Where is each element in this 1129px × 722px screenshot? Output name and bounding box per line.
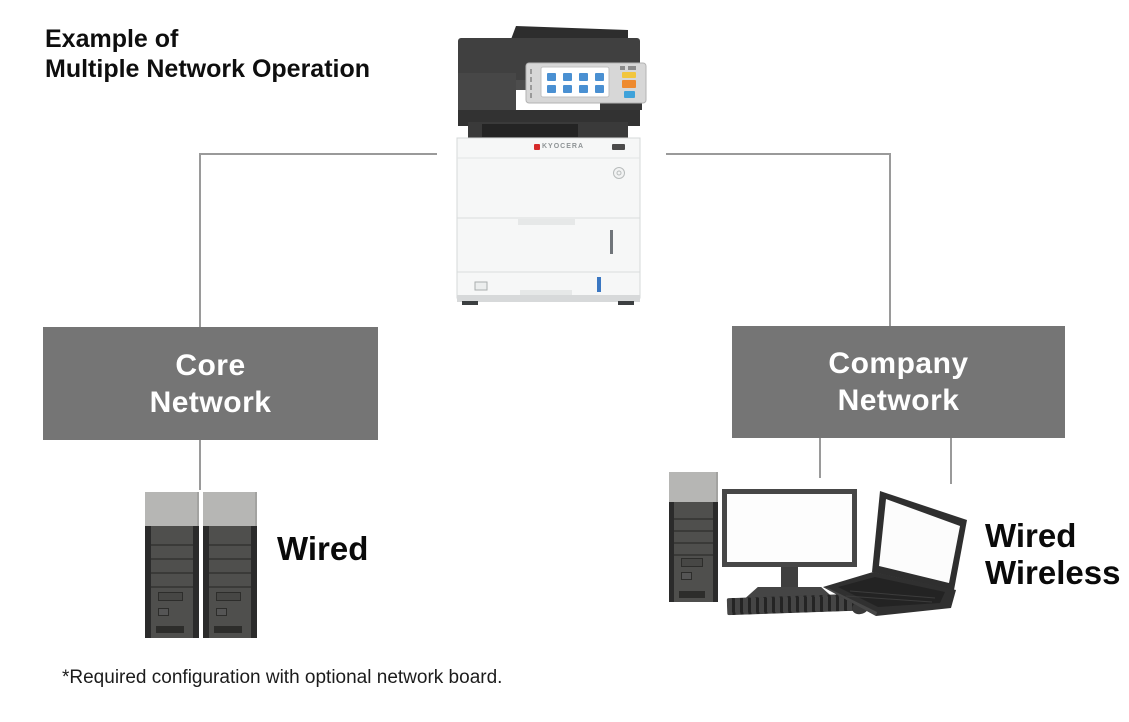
footnote: *Required configuration with optional ne… bbox=[62, 667, 503, 688]
connector-core-vertical-top bbox=[199, 153, 201, 328]
server-tower-2-body bbox=[203, 526, 257, 638]
server-tower-1-body bbox=[145, 526, 199, 638]
core-network-box: Core Network bbox=[43, 327, 378, 440]
server-tower-2 bbox=[203, 492, 257, 638]
connector-printer-to-company-horizontal bbox=[666, 153, 891, 155]
core-connection-label: Wired bbox=[277, 530, 369, 567]
diagram-title-line2: Multiple Network Operation bbox=[45, 55, 371, 83]
server-tower-1 bbox=[145, 492, 199, 638]
server-tower-2-cap bbox=[203, 492, 257, 526]
company-connection-wired: Wired bbox=[985, 517, 1077, 554]
company-connection-label: Wired Wireless bbox=[985, 517, 1120, 591]
monitor-stand-neck bbox=[781, 567, 798, 587]
diagram-title-line1: Example of bbox=[45, 25, 179, 53]
desktop-tower-body bbox=[669, 502, 718, 602]
printer-illustration bbox=[456, 26, 647, 305]
kyocera-logo-mark bbox=[534, 143, 540, 150]
company-network-label-line1: Company bbox=[828, 347, 969, 380]
company-connection-wireless: Wireless bbox=[985, 554, 1121, 591]
desktop-tower-cap bbox=[669, 472, 718, 502]
desktop-monitor bbox=[722, 489, 857, 598]
diagram-title: Example of Multiple Network Operation bbox=[45, 24, 370, 84]
connector-company-to-desktop bbox=[819, 438, 821, 478]
server-tower-1-cap bbox=[145, 492, 199, 526]
connector-printer-to-core-horizontal bbox=[199, 153, 437, 155]
connector-core-to-servers bbox=[199, 440, 201, 490]
connector-company-to-laptop bbox=[950, 438, 952, 484]
laptop bbox=[820, 484, 978, 616]
kyocera-brand-text: KYOCERA bbox=[542, 143, 585, 150]
company-network-box: Company Network bbox=[732, 326, 1065, 438]
company-network-label-line2: Network bbox=[837, 384, 960, 417]
desktop-tower bbox=[669, 472, 718, 602]
monitor-frame bbox=[722, 489, 857, 567]
monitor-screen bbox=[727, 494, 852, 562]
core-network-label-line2: Network bbox=[149, 385, 272, 419]
kyocera-logo: KYOCERA bbox=[534, 143, 584, 150]
connector-company-vertical-top bbox=[889, 153, 891, 327]
laptop-illustration bbox=[823, 491, 967, 616]
printer-mfp-icon: KYOCERA bbox=[450, 18, 650, 310]
core-network-label-line1: Core bbox=[175, 348, 246, 382]
monitor-stand-base bbox=[745, 587, 834, 598]
